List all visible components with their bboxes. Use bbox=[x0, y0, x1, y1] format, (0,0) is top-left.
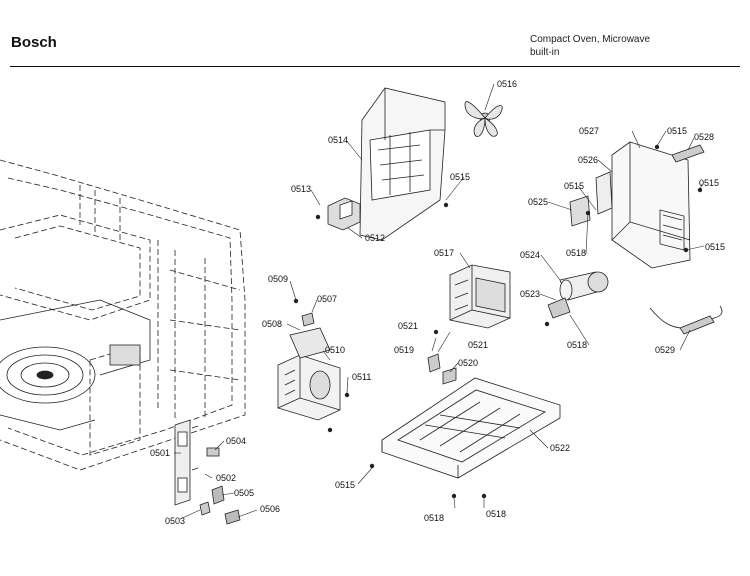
part-label: 0518 bbox=[486, 509, 506, 519]
part-label: 0516 bbox=[497, 79, 517, 89]
part-label: 0515 bbox=[705, 242, 725, 252]
fan-blade-drawing bbox=[464, 101, 503, 137]
part-label: 0515 bbox=[335, 480, 355, 490]
part-label: 0512 bbox=[365, 233, 385, 243]
control-housing-drawing bbox=[569, 141, 705, 269]
base-plate-drawing bbox=[381, 377, 561, 479]
part-label: 0518 bbox=[424, 513, 444, 523]
part-label: 0502 bbox=[216, 473, 236, 483]
part-label: 0518 bbox=[566, 248, 586, 258]
part-label: 0515 bbox=[450, 172, 470, 182]
part-label: 0518 bbox=[567, 340, 587, 350]
oven-cavity-drawing bbox=[0, 159, 246, 471]
fan-bracket-drawing bbox=[359, 87, 446, 241]
part-label: 0510 bbox=[325, 345, 345, 355]
part-label: 0527 bbox=[579, 126, 599, 136]
magnetron-drawing bbox=[277, 312, 341, 421]
part-label: 0505 bbox=[234, 488, 254, 498]
part-label: 0528 bbox=[694, 132, 714, 142]
part-labels: 0501 0502 0503 0504 0505 0506 0507 0508 … bbox=[150, 79, 725, 526]
part-label: 0513 bbox=[291, 184, 311, 194]
part-label: 0515 bbox=[667, 126, 687, 136]
leader-lines bbox=[174, 83, 705, 520]
wire-harness-drawing bbox=[649, 305, 723, 335]
part-label: 0503 bbox=[165, 516, 185, 526]
part-label: 0507 bbox=[317, 294, 337, 304]
turntable-drawing bbox=[0, 299, 151, 431]
exploded-parts-diagram: 0501 0502 0503 0504 0505 0506 0507 0508 … bbox=[0, 79, 725, 526]
part-label: 0504 bbox=[226, 436, 246, 446]
part-label: 0509 bbox=[268, 274, 288, 284]
part-label: 0514 bbox=[328, 135, 348, 145]
part-label: 0523 bbox=[520, 289, 540, 299]
part-label: 0501 bbox=[150, 448, 170, 458]
part-label: 0522 bbox=[550, 443, 570, 453]
part-label: 0511 bbox=[352, 372, 371, 382]
part-label: 0515 bbox=[564, 181, 584, 191]
part-label: 0524 bbox=[520, 250, 540, 260]
part-label: 0529 bbox=[655, 345, 675, 355]
transformer-drawing bbox=[449, 264, 511, 329]
part-label: 0519 bbox=[394, 345, 414, 355]
screws-drawing bbox=[293, 144, 703, 499]
part-label: 0520 bbox=[458, 358, 478, 368]
part-label: 0521 bbox=[398, 321, 418, 331]
part-label: 0525 bbox=[528, 197, 548, 207]
model-subtitle: built-in bbox=[530, 47, 560, 58]
small-bracket-drawing bbox=[327, 197, 361, 231]
part-label: 0517 bbox=[434, 248, 454, 258]
capacitor-drawing bbox=[547, 271, 609, 319]
header-divider bbox=[10, 66, 740, 67]
part-label: 0515 bbox=[699, 178, 719, 188]
part-label: 0526 bbox=[578, 155, 598, 165]
door-switch-assembly-drawing bbox=[174, 419, 241, 525]
part-label: 0521 bbox=[468, 340, 488, 350]
model-title: Compact Oven, Microwave bbox=[530, 34, 651, 45]
part-label: 0508 bbox=[262, 319, 282, 329]
part-label: 0506 bbox=[260, 504, 280, 514]
diode-bracket-drawing bbox=[427, 353, 457, 385]
brand-name: Bosch bbox=[11, 34, 57, 51]
